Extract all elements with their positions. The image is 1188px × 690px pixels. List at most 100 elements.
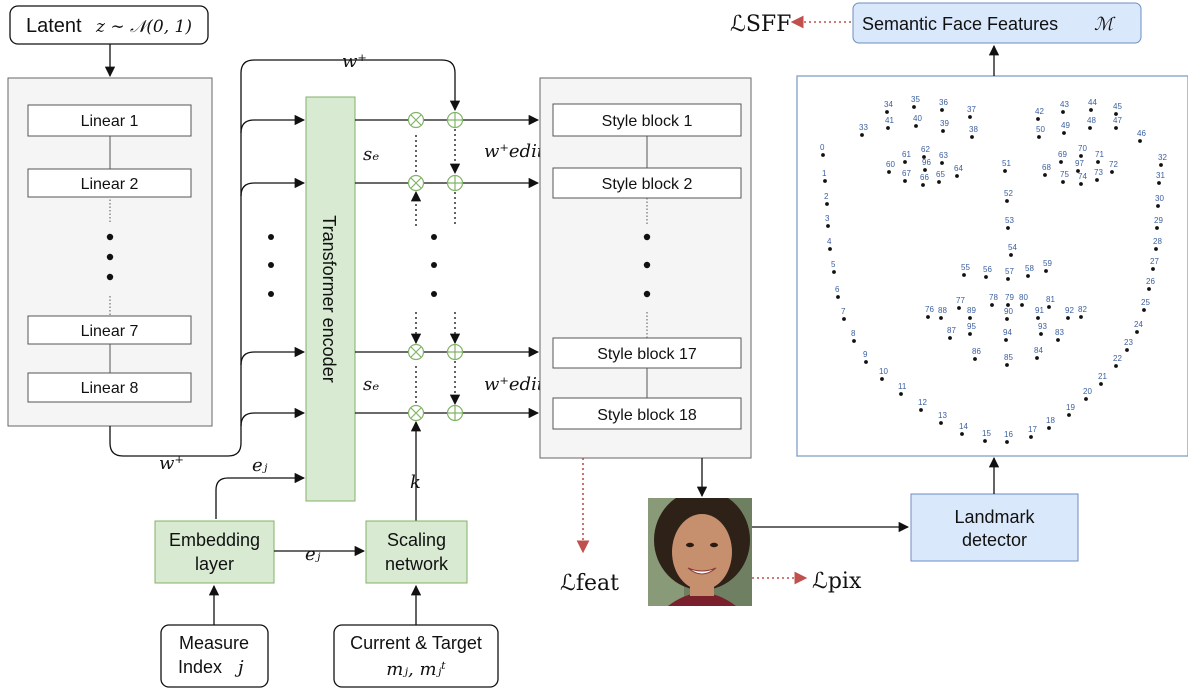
loss-sff-label: ℒSFF	[730, 12, 791, 37]
landmark-22: 22	[1113, 354, 1122, 368]
landmark-dot	[852, 339, 856, 343]
landmark-label: 51	[1002, 159, 1011, 168]
landmark-label: 31	[1156, 171, 1165, 180]
landmark-dot	[1003, 169, 1007, 173]
landmark-label: 76	[925, 305, 934, 314]
landmark-79: 79	[1005, 293, 1014, 307]
landmark-dot	[1004, 338, 1008, 342]
landmark-dot	[1138, 139, 1142, 143]
landmark-87: 87	[947, 326, 956, 340]
landmark-label: 8	[851, 329, 856, 338]
landmark-label: 78	[989, 293, 998, 302]
landmark-16: 16	[1004, 430, 1013, 444]
landmark-label: 89	[967, 306, 976, 315]
style-block-2: Style block 2	[552, 167, 742, 199]
landmark-20: 20	[1083, 387, 1092, 401]
ej-label-bottom: eⱼ	[305, 544, 321, 565]
landmark-label: 3	[825, 214, 830, 223]
landmark-label: 36	[939, 98, 948, 107]
landmark-label: 10	[879, 367, 888, 376]
vertical-dots-middle	[431, 234, 437, 297]
landmark-dot	[1099, 382, 1103, 386]
landmark-label: 90	[1004, 307, 1013, 316]
landmark-64: 64	[954, 164, 963, 178]
landmark-label: 45	[1113, 102, 1122, 111]
landmark-label: 6	[835, 285, 840, 294]
landmark-dot	[1079, 154, 1083, 158]
landmark-dot	[885, 110, 889, 114]
landmark-dot	[1059, 160, 1063, 164]
landmark-21: 21	[1098, 372, 1107, 386]
landmark-label: 13	[938, 411, 947, 420]
landmark-9: 9	[863, 350, 868, 364]
landmark-label: 71	[1095, 150, 1104, 159]
multiply-nodes	[407, 111, 425, 422]
landmark-dot	[948, 336, 952, 340]
landmark-dot	[968, 316, 972, 320]
landmark-label: 19	[1066, 403, 1075, 412]
landmark-label: 62	[921, 145, 930, 154]
landmark-dot	[1061, 110, 1065, 114]
landmark-label: 91	[1035, 306, 1044, 315]
landmark-dot	[1061, 180, 1065, 184]
style-dots	[643, 233, 651, 298]
landmark-17: 17	[1028, 425, 1037, 439]
landmark-57: 57	[1005, 267, 1014, 281]
landmark-label: 16	[1004, 430, 1013, 439]
landmark-44: 44	[1088, 98, 1097, 112]
landmark-label: 96	[922, 158, 931, 167]
multiply-node-1	[407, 111, 425, 129]
landmark-dot	[1079, 315, 1083, 319]
mapping-network: Linear 1 Linear 2 Linear 7 Linear 8	[7, 77, 213, 427]
landmark-28: 28	[1153, 237, 1162, 251]
landmark-11: 11	[898, 382, 907, 396]
landmark-dot	[903, 179, 907, 183]
svg-text:Style block 1: Style block 1	[602, 113, 693, 130]
landmark-dot	[926, 315, 930, 319]
landmark-84: 84	[1034, 346, 1043, 360]
style-block-17: Style block 17	[552, 337, 742, 369]
landmark-label: 23	[1124, 338, 1133, 347]
measure-var: j	[234, 657, 244, 678]
landmark-24: 24	[1134, 320, 1143, 334]
landmark-label: 81	[1046, 295, 1055, 304]
svg-text:Linear 2: Linear 2	[81, 176, 139, 193]
landmark-dot	[937, 180, 941, 184]
w-edit-label-bottom: w⁺edit	[484, 374, 545, 395]
landmark-80: 80	[1019, 293, 1028, 307]
landmark-label: 57	[1005, 267, 1014, 276]
landmark-dot	[1135, 330, 1139, 334]
landmark-dot	[957, 306, 961, 310]
landmark-75: 75	[1060, 170, 1069, 184]
landmark-32: 32	[1158, 153, 1167, 167]
landmark-53: 53	[1005, 216, 1014, 230]
landmark-dot	[1110, 170, 1114, 174]
landmark-39: 39	[940, 119, 949, 133]
landmark-dot	[1056, 338, 1060, 342]
landmark-14: 14	[959, 422, 968, 436]
landmark-dot	[960, 432, 964, 436]
landmark-68: 68	[1042, 163, 1051, 177]
ellipsis-dots	[106, 233, 114, 281]
landmark-dot	[1037, 135, 1041, 139]
generated-face-image	[648, 498, 752, 606]
landmark-7: 7	[841, 307, 846, 321]
landmark-dot	[990, 303, 994, 307]
landmark-label: 50	[1036, 125, 1045, 134]
landmark-dot	[1155, 226, 1159, 230]
edit-connectors	[423, 114, 540, 419]
landmark-dot	[1047, 426, 1051, 430]
landmark-dot	[914, 124, 918, 128]
landmark-dot	[1125, 348, 1129, 352]
landmark-46: 46	[1137, 129, 1146, 143]
landmark-dot	[968, 332, 972, 336]
landmark-71: 71	[1095, 150, 1104, 164]
landmark-33: 33	[859, 123, 868, 137]
landmark-29: 29	[1154, 216, 1163, 230]
landmark-dot	[984, 275, 988, 279]
landmark-42: 42	[1035, 107, 1044, 121]
landmark-detector-line1: Landmark	[954, 507, 1035, 527]
landmark-label: 68	[1042, 163, 1051, 172]
landmark-label: 22	[1113, 354, 1122, 363]
